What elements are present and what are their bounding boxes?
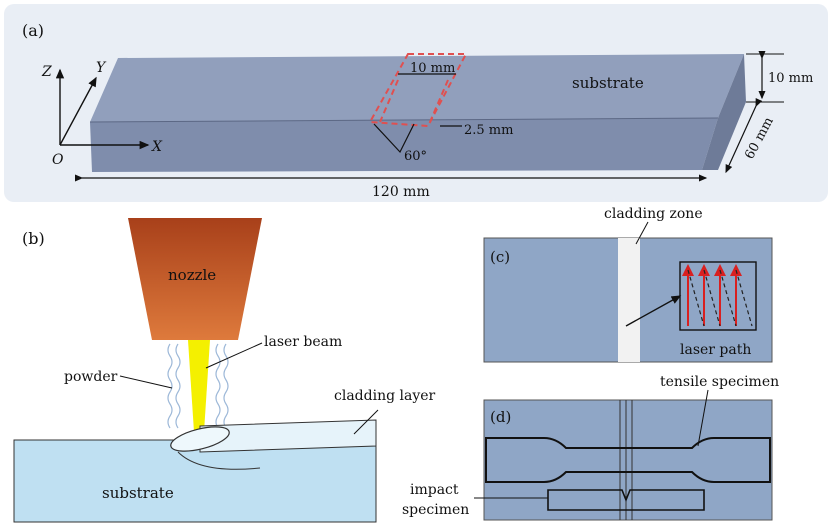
cladding-zone-strip [618, 238, 640, 362]
cladding-layer-label: cladding layer [334, 388, 436, 404]
impact-specimen-label-line2: specimen [402, 502, 469, 518]
laser-path-label: laser path [680, 342, 751, 358]
block-side-face [702, 54, 746, 170]
block-edge [89, 117, 719, 123]
laser-path-leader [625, 295, 682, 327]
groove-depth-label: 2.5 mm [464, 123, 513, 138]
groove-edge-2 [429, 79, 449, 123]
axis-x-label: X [151, 139, 163, 155]
powder-leader [119, 375, 173, 389]
groove-width-label: 10 mm [410, 61, 455, 76]
powder-label: powder [64, 369, 118, 385]
length-dim-label: 120 mm [372, 184, 430, 200]
block-substrate-label: substrate [572, 74, 644, 92]
tensile-specimen-outline [485, 437, 771, 483]
axis-y [59, 76, 97, 146]
panel-d-label: (d) [490, 408, 511, 426]
plate-d [483, 399, 773, 521]
groove-angle-label: 60° [404, 149, 427, 164]
panel-b: (b) nozzle laser beam powder substrate c… [13, 218, 436, 523]
impact-specimen-label-line1: impact [410, 482, 459, 498]
laser-path-arrows [682, 264, 742, 326]
laser-beam-label: laser beam [264, 334, 342, 350]
width-dim-line [725, 97, 763, 174]
origin-label: O [52, 152, 64, 168]
nozzle-body [128, 218, 262, 340]
tensile-specimen-leader [697, 389, 709, 447]
cladding-zone-leader [635, 221, 649, 245]
axis-z-label: Z [41, 64, 52, 80]
powder-streams [167, 343, 229, 429]
panel-a: (a) 10 mm 2.5 mm 60° substrate Z Y X O 1… [4, 4, 828, 202]
substrate-block [13, 439, 377, 523]
tensile-specimen-label: tensile specimen [660, 374, 779, 390]
laser-beam-leader [205, 342, 263, 369]
laser-beam [188, 340, 210, 432]
cladding-layer-leader [353, 409, 379, 435]
laser-path-return-lines [687, 269, 753, 327]
panel-a-label: (a) [22, 21, 44, 40]
nozzle-label: nozzle [168, 266, 216, 284]
panel-c: (c) cladding zone laser path [483, 206, 773, 363]
substrate-label: substrate [102, 484, 174, 502]
groove-edge [379, 79, 399, 123]
groove-outline [368, 53, 468, 128]
block-top-face [90, 54, 744, 122]
axis-y-label: Y [96, 60, 107, 76]
panel-b-label: (b) [22, 229, 45, 248]
cladding-layer-curve [177, 451, 261, 470]
melt-pool [170, 426, 230, 452]
groove-angle-lines [373, 123, 415, 154]
height-dim-label: 10 mm [768, 71, 813, 86]
panel-d: (d) tensile specimen impact specimen [402, 374, 779, 521]
impact-specimen-outline [547, 489, 705, 511]
cladding-zone-label: cladding zone [604, 206, 703, 222]
panel-c-label: (c) [490, 248, 510, 266]
